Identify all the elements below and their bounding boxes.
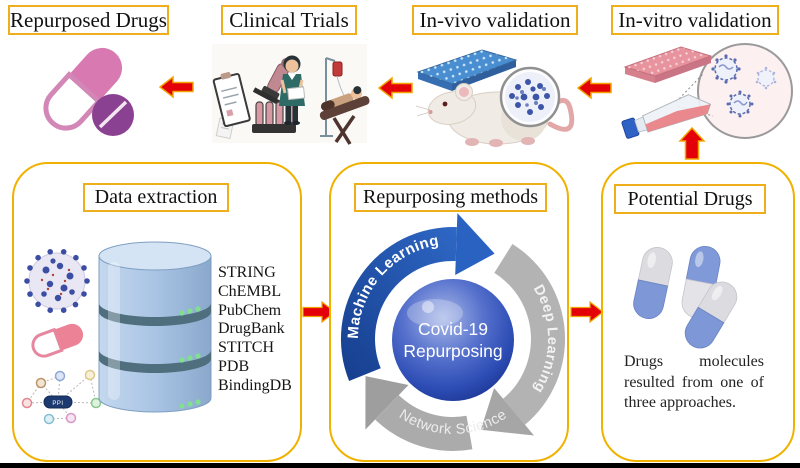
repurposing-methods-title: Repurposing methods	[354, 183, 547, 212]
potential-drugs-panel: Potential Drugs Drugs molecules resulted…	[601, 162, 795, 462]
clipboard-icon	[212, 72, 251, 128]
well-plate-blue-icon	[416, 49, 518, 91]
methods-cycle-diagram: Covid-19 Repurposing Machine Learning De…	[340, 213, 566, 451]
lab-mouse-scene-icon	[415, 49, 575, 147]
sphere-text-line2: Repurposing	[403, 341, 502, 361]
arrow-left-icon	[576, 76, 612, 100]
data-extraction-panel: Data extraction	[12, 162, 302, 462]
panel-title: Potential Drugs	[627, 187, 753, 210]
repurposing-methods-panel: Repurposing methods	[329, 162, 569, 462]
virus-magnifier-icon	[499, 66, 561, 128]
mouse-figure	[415, 83, 575, 147]
database-stack-icon	[98, 241, 212, 413]
database-list-item: PDB	[218, 357, 250, 375]
capsule-icon	[31, 323, 84, 358]
covid19-repurposing-sphere: Covid-19 Repurposing	[392, 279, 514, 401]
stage-label: In-vivo validation	[419, 7, 571, 32]
database-list: STRING ChEMBL PubChem DrugBank STITCH PD…	[218, 264, 292, 396]
stage-label: Repurposed Drugs	[10, 7, 167, 32]
arrow-right-icon	[570, 300, 604, 324]
network-science-arc	[365, 376, 473, 451]
database-list-item: STRING	[218, 264, 276, 281]
sphere-text-line1: Covid-19	[418, 319, 488, 339]
stage-clinical-trials: Clinical Trials	[221, 5, 357, 35]
database-list-item: DrugBank	[218, 320, 285, 338]
stage-in-vivo-validation: In-vivo validation	[412, 5, 578, 35]
stage-in-vitro-validation: In-vitro validation	[611, 5, 779, 35]
iv-bag-icon	[332, 61, 343, 77]
coronavirus-icon	[24, 249, 90, 313]
nurse-figure	[279, 55, 306, 125]
database-list-item: ChEMBL	[218, 282, 282, 300]
database-list-item: STITCH	[218, 339, 274, 357]
database-list-item: BindingDB	[218, 376, 292, 394]
well-plate-pink-icon	[623, 46, 713, 83]
test-tubes-icon	[252, 101, 296, 133]
potential-drugs-title: Potential Drugs	[614, 184, 766, 214]
arrow-right-icon	[302, 300, 336, 324]
culture-flask-scene-icon	[621, 43, 793, 139]
potential-drugs-caption: Drugs molecules resulted from one of thr…	[624, 353, 764, 411]
culture-flask-icon	[621, 94, 712, 139]
stage-repurposed-drugs: Repurposed Drugs	[8, 5, 169, 35]
arrow-up-icon	[678, 126, 706, 160]
database-list-item: PubChem	[218, 301, 282, 319]
arrow-left-icon	[158, 75, 194, 99]
patient-on-recliner	[319, 57, 370, 145]
data-extraction-title: Data extraction	[83, 183, 229, 212]
ppi-network-icon: PPI	[21, 369, 102, 425]
stage-label: Clinical Trials	[229, 7, 349, 32]
capsules-icon	[633, 246, 738, 349]
capsule-and-tablet-icon	[43, 48, 134, 136]
stage-label: In-vitro validation	[618, 7, 772, 32]
virus-zoom-circle	[697, 43, 793, 139]
arrow-left-icon	[377, 76, 413, 100]
ppi-label: PPI	[52, 401, 63, 407]
panel-title: Repurposing methods	[363, 186, 538, 208]
clinical-trial-scene-icon	[212, 44, 370, 145]
machine-learning-arc	[340, 213, 495, 381]
panel-title: Data extraction	[94, 186, 218, 208]
bottom-black-bar	[0, 463, 800, 468]
deep-learning-arc	[480, 244, 566, 436]
coronavirus-glyph	[711, 54, 777, 118]
